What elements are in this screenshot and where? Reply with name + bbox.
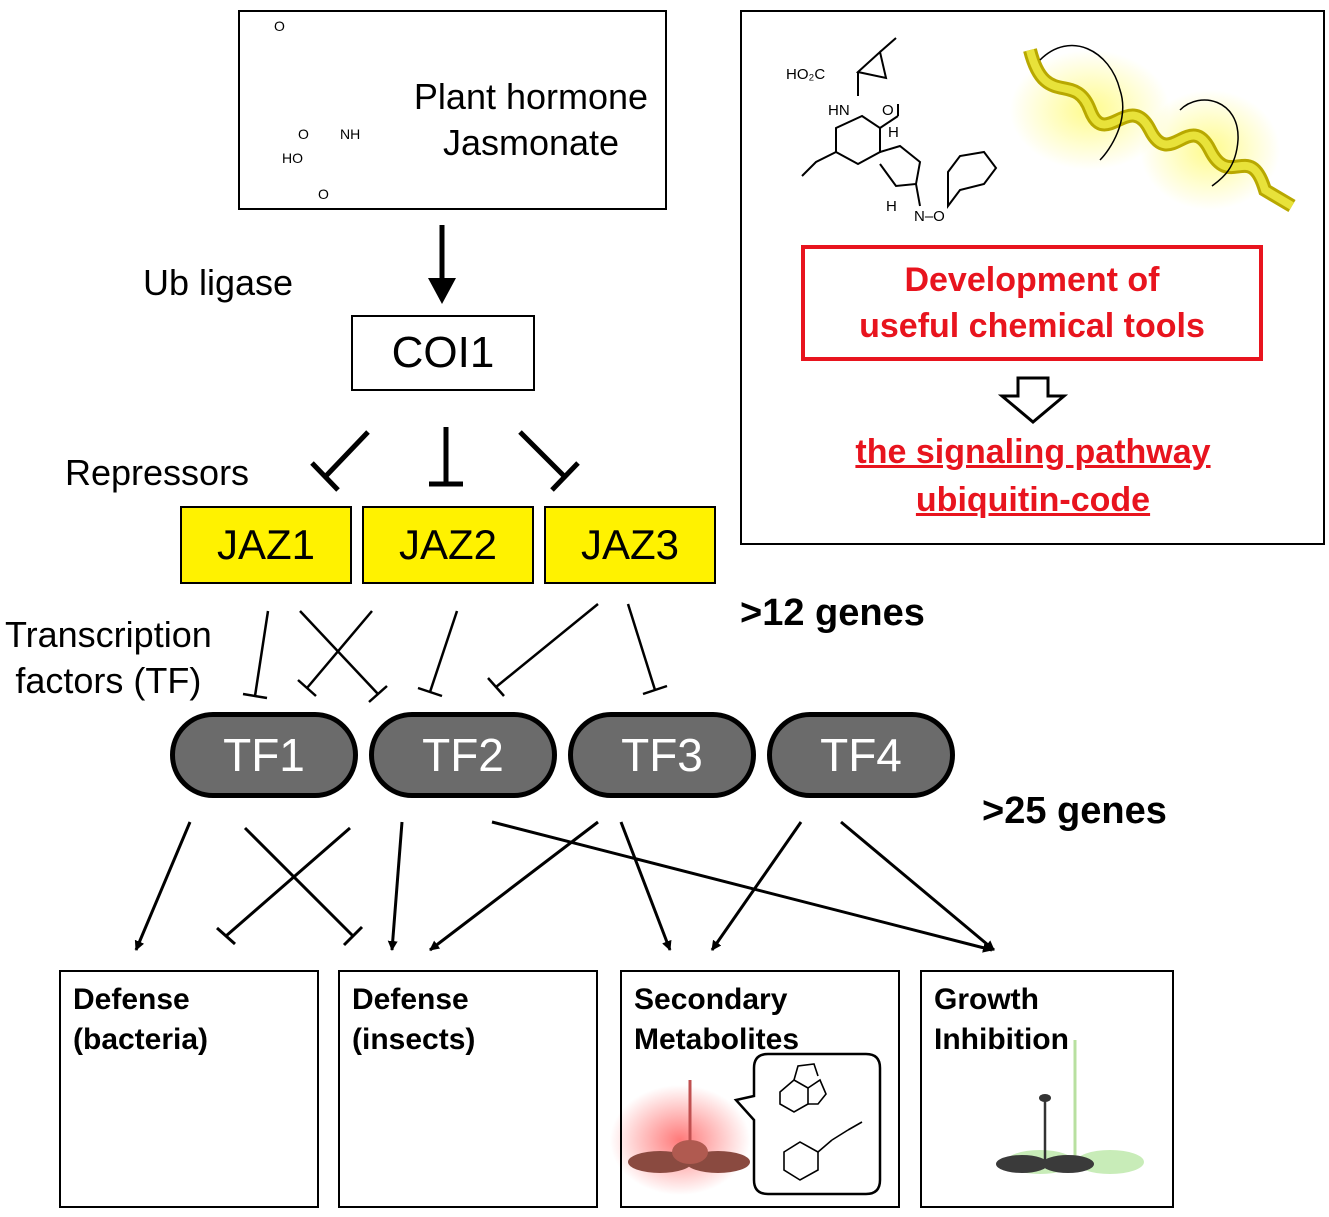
signaling-pathway-link[interactable]: the signaling pathway ubiquitin-code [790,428,1276,524]
jaz-tf-inhibitors [242,603,668,703]
genes-25-label: >25 genes [982,790,1167,832]
tf-output-connectors [134,820,995,953]
atom-label-nh: NH [340,126,361,142]
hormone-label: Plant hormone Jasmonate [400,74,662,166]
output-growth-inhibition: Growth Inhibition [920,970,1174,1208]
tf2-label: TF2 [422,729,504,781]
jaz3-label: JAZ3 [580,521,680,568]
tf-label-line-2: factors (TF) [15,660,202,701]
jaz1-label: JAZ1 [216,521,316,568]
jaz1-box: JAZ1 [180,506,352,584]
tf3-label: TF3 [621,729,703,781]
output-secondary-metabolites: Secondary Metabolites [620,970,900,1208]
tf-label-line-1: Transcription [5,614,212,655]
output-secondary-metabolites-title: Secondary Metabolites [634,983,800,1056]
chem-label-h2: H [886,198,897,215]
tf2-node: TF2 [369,712,557,798]
signaling-pathway-line-1[interactable]: the signaling pathway [855,433,1211,471]
output-defense-insects-title: Defense (insects) [352,983,476,1056]
development-line-2: useful chemical tools [859,307,1205,345]
chemical-tools-panel: HO₂C HN O H H N–O [740,10,1325,545]
jaz2-label: JAZ2 [398,521,498,568]
chem-tool-structure [801,37,998,209]
tf3-node: TF3 [568,712,756,798]
tf1-node: TF1 [170,712,358,798]
hollow-down-arrow [997,376,1069,424]
atom-label-o-amide: O [298,126,309,142]
helix-illustration [1010,44,1296,213]
output-defense-bacteria-title: Defense (bacteria) [73,983,209,1056]
tf4-label: TF4 [820,729,902,781]
genes-12-label: >12 genes [740,592,925,634]
development-line-1: Development of [904,261,1160,299]
coi1-jaz-inhibitors [310,427,580,492]
hormone-box: Plant hormone Jasmonate O NH O HO O [238,10,667,210]
coi1-box: COI1 [351,315,535,391]
output-growth-inhibition-title: Growth Inhibition [934,983,1069,1056]
chem-label-hn: HN [828,102,850,119]
tf-label: Transcription factors (TF) [5,612,212,704]
atom-label-o-acid: O [318,186,329,202]
atom-label-o-top: O [274,18,285,34]
repressors-label: Repressors [65,452,250,493]
coi1-label: COI1 [391,328,495,377]
chem-label-ho2c: HO₂C [786,66,826,83]
hormone-line-1: Plant hormone [413,76,649,117]
chem-label-h1: H [888,124,899,141]
jaz2-box: JAZ2 [362,506,534,584]
atom-label-ho: HO [282,150,303,166]
development-box: Development of useful chemical tools [801,245,1263,361]
hormone-to-coi1-arrow [428,225,456,304]
output-defense-bacteria: Defense (bacteria) [59,970,319,1208]
chem-label-o: O [882,102,894,119]
chem-label-n-o: N–O [914,208,945,225]
ub-ligase-label: Ub ligase [143,262,294,303]
output-defense-insects: Defense (insects) [338,970,598,1208]
hormone-line-2: Jasmonate [442,122,620,163]
tf4-node: TF4 [767,712,955,798]
jaz3-box: JAZ3 [544,506,716,584]
signaling-pathway-line-2[interactable]: ubiquitin-code [915,481,1151,519]
tf1-label: TF1 [223,729,305,781]
